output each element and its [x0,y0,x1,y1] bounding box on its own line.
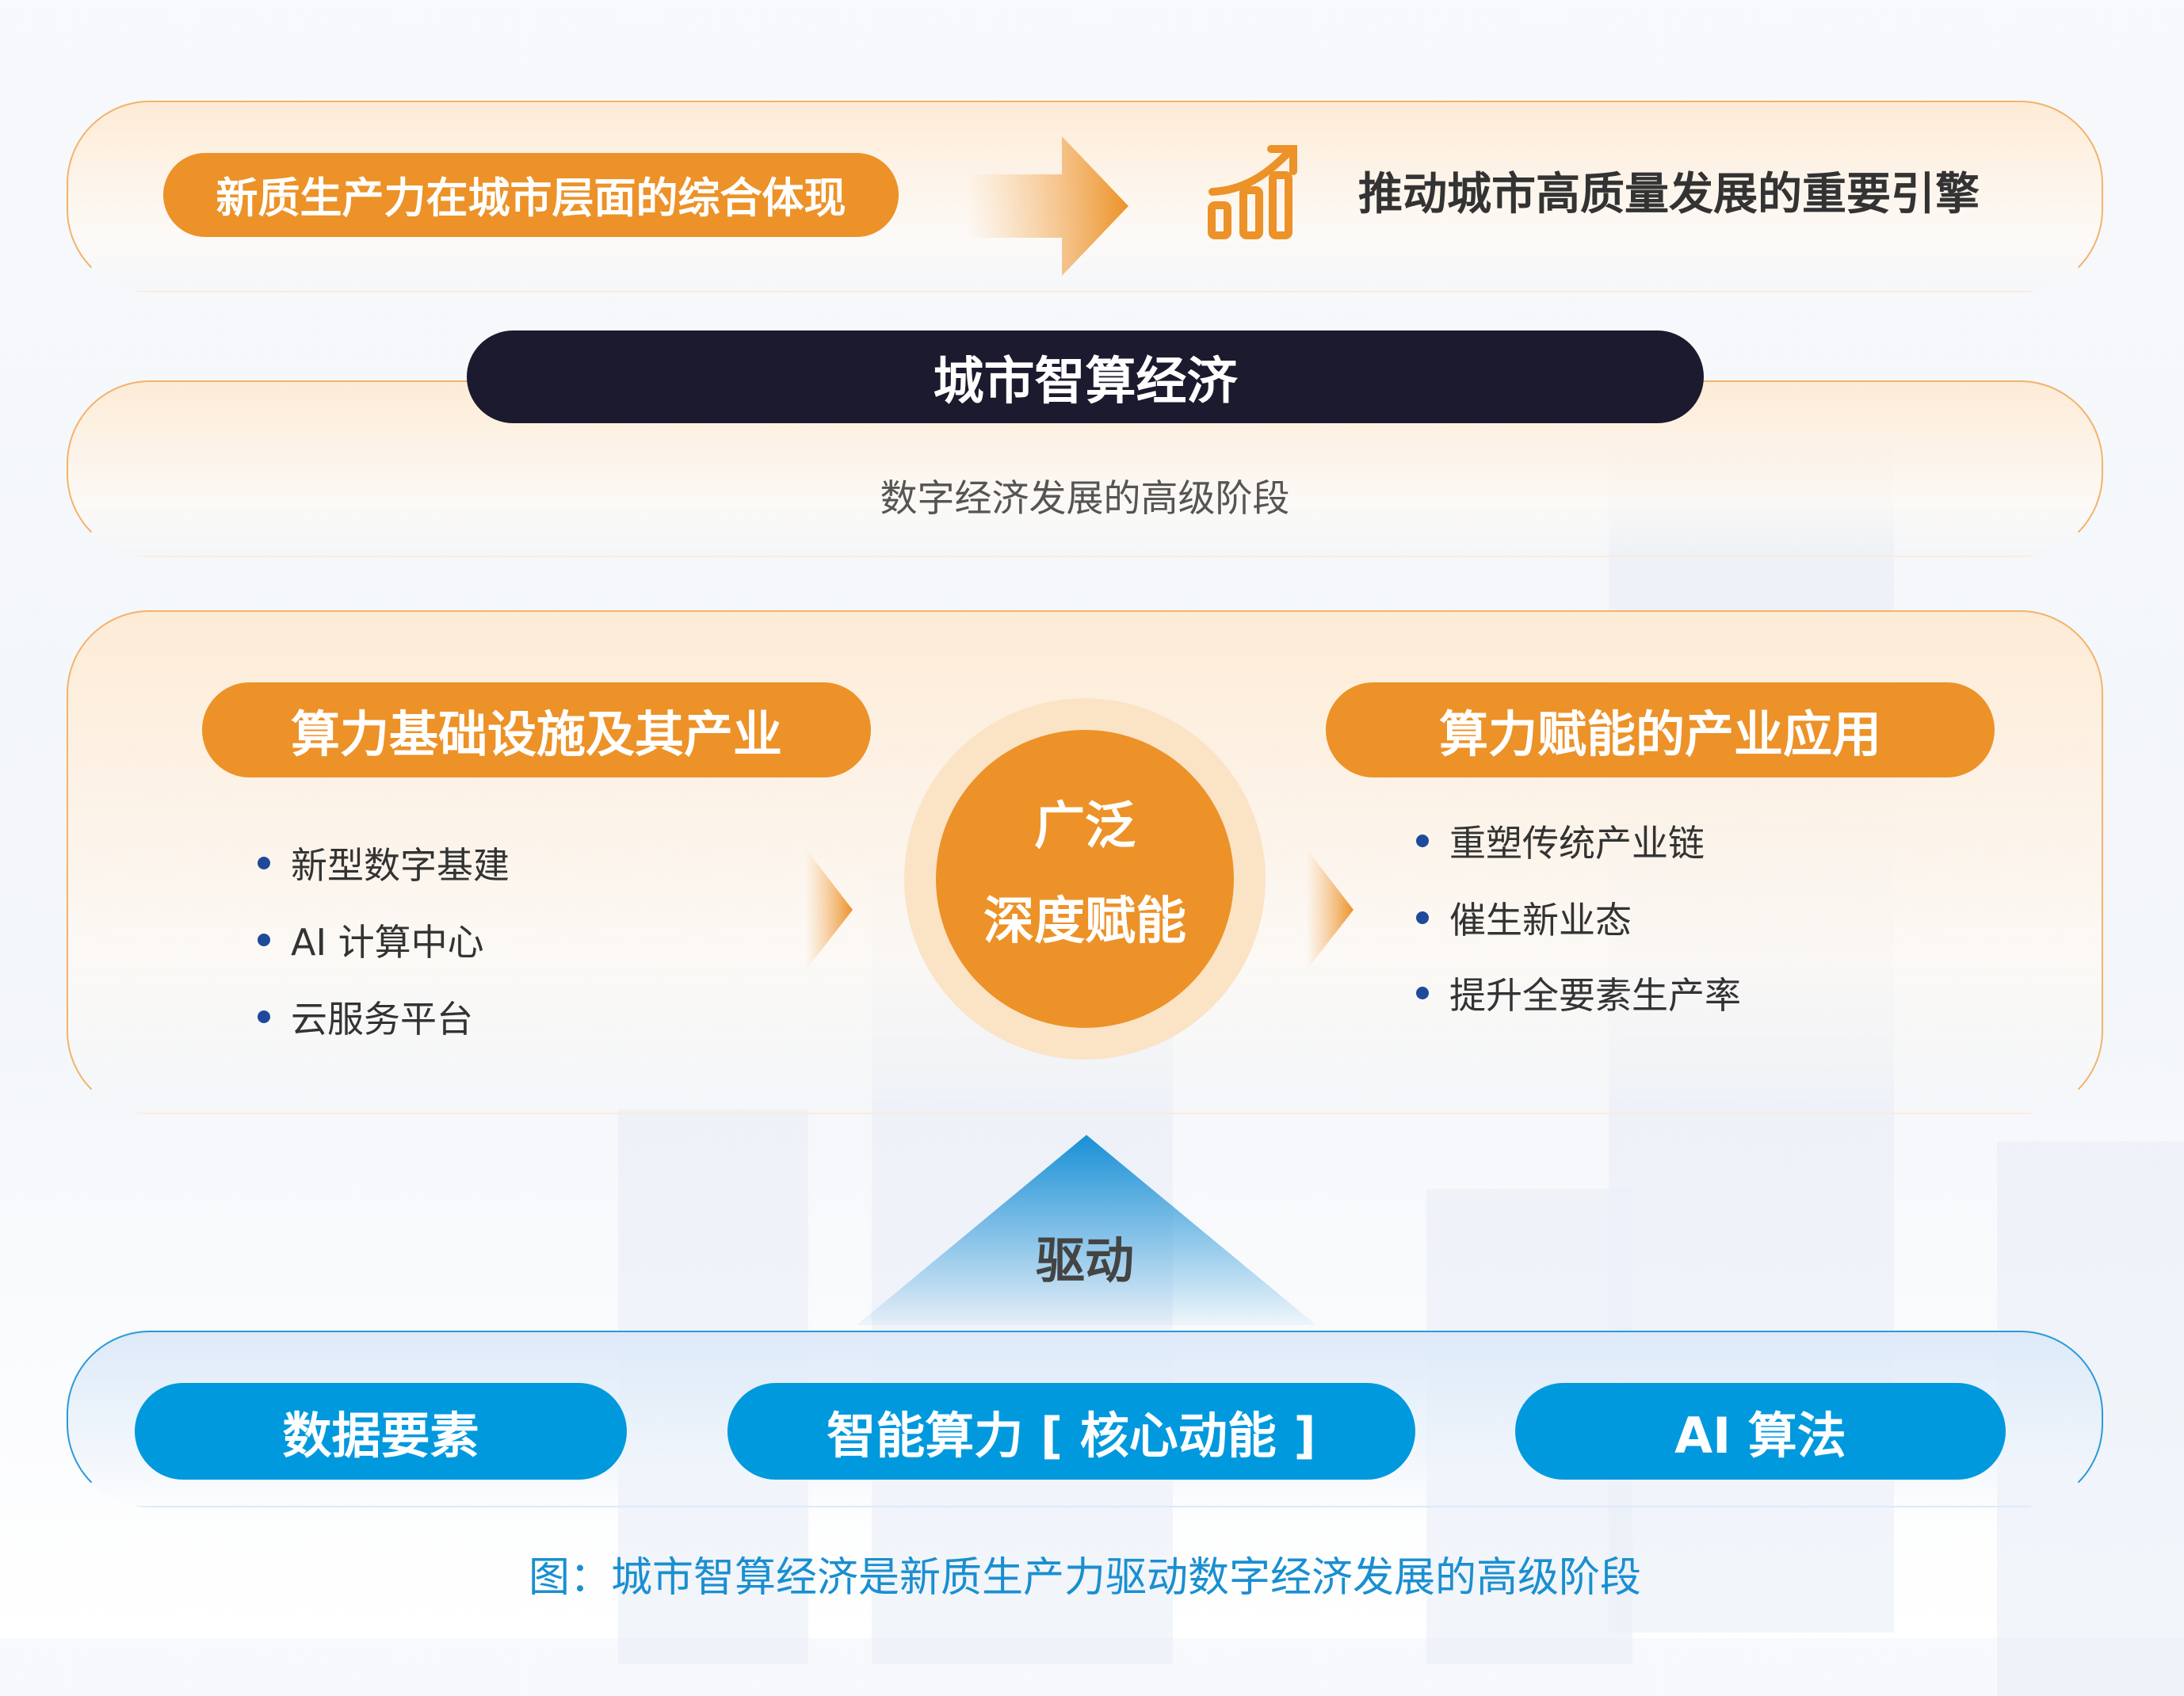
list-item-label: 重塑传统产业链 [1449,822,1705,865]
list-item: AI 计算中心 [258,914,484,966]
bullet-icon [258,857,270,869]
data-element-pill: 数据要素 [135,1383,627,1480]
list-item: 催生新业态 [1416,892,1632,944]
chevron-right-icon [1306,848,1354,971]
bullet-icon [1416,835,1429,847]
economy-subtitle: 数字经济发展的高级阶段 [880,477,1290,521]
empower-circle: 广泛 深度赋能 [936,730,1234,1028]
infrastructure-pill: 算力基础设施及其产业 [202,682,871,777]
application-pill: 算力赋能的产业应用 [1326,682,1995,777]
new-productivity-pill: 新质生产力在城市层面的综合体现 [163,153,899,237]
list-item: 新型数字基建 [258,837,510,889]
list-item-label: 云服务平台 [291,998,473,1041]
compute-power-pill: 智能算力 [ 核心动能 ] [727,1383,1415,1480]
bullet-icon [1416,987,1429,999]
figure-caption: 图：城市智算经济是新质生产力驱动数字经济发展的高级阶段 [528,1554,1641,1602]
ai-algorithm-pill: AI 算法 [1515,1383,2006,1480]
engine-text: 推动城市高质量发展的重要引擎 [1358,169,1980,220]
bullet-icon [1416,911,1429,924]
economy-title-pill: 城市智算经济 [467,330,1704,423]
empower-line2: 深度赋能 [983,892,1186,951]
drive-label: 驱动 [1035,1232,1134,1289]
empower-line1: 广泛 [1034,797,1136,856]
list-item-label: AI 计算中心 [291,921,484,964]
growth-chart-icon [1208,145,1297,239]
list-item: 云服务平台 [258,991,473,1043]
list-item: 重塑传统产业链 [1416,815,1705,867]
drive-triangle [857,1135,1316,1325]
bullet-icon [258,1010,270,1023]
right-arrow-icon [967,136,1128,276]
list-item: 提升全要素生产率 [1416,967,1741,1019]
list-item-label: 催生新业态 [1449,899,1632,942]
list-item-label: 新型数字基建 [291,844,510,887]
chevron-right-icon [805,848,853,971]
bullet-icon [258,934,270,946]
list-item-label: 提升全要素生产率 [1449,974,1741,1017]
